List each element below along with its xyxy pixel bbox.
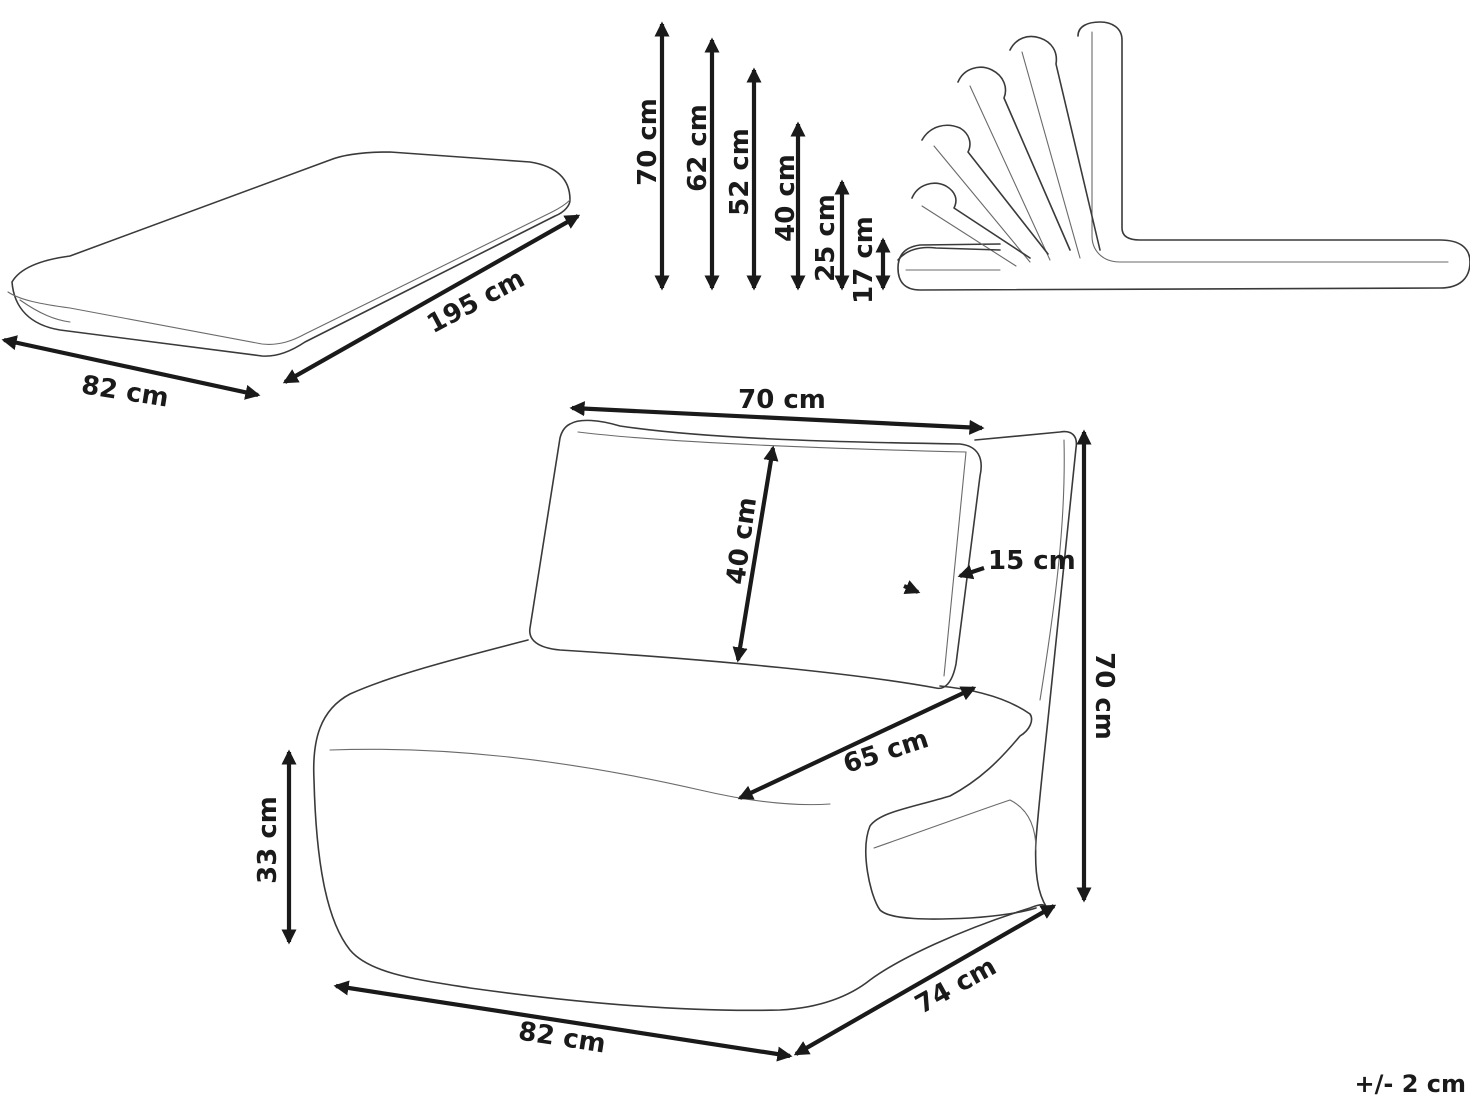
total-height-label: 70 cm	[1089, 652, 1119, 740]
chair-width-dimension: 82 cm	[333, 980, 793, 1062]
seat-depth-dimension: 65 cm	[737, 686, 977, 800]
recline-height-dimensions: 70 cm 62 cm 52 cm 40 cm 25 cm 17 cm	[633, 21, 891, 304]
seat-height-label: 33 cm	[253, 796, 283, 884]
recline-height-1: 70 cm	[633, 98, 663, 186]
pillow-depth-dimension: 15 cm	[903, 546, 1076, 594]
chair-drawing	[312, 419, 1078, 1012]
pillow-width-label: 70 cm	[738, 385, 826, 415]
recline-height-2: 62 cm	[683, 104, 713, 192]
recline-positions-drawing	[897, 21, 1470, 291]
pillow-height-dimension: 40 cm	[721, 445, 779, 663]
seat-depth-label: 65 cm	[840, 724, 933, 780]
chair-depth-dimension: 74 cm	[793, 904, 1057, 1056]
mattress-drawing	[7, 151, 571, 357]
recline-height-5: 25 cm	[811, 194, 841, 282]
chair-width-label: 82 cm	[516, 1016, 607, 1059]
recline-height-4: 40 cm	[771, 154, 801, 242]
mattress-length-dimension: 195 cm	[282, 214, 581, 384]
pillow-height-label: 40 cm	[721, 495, 763, 586]
mattress-width-label: 82 cm	[79, 370, 170, 413]
tolerance-note: +/- 2 cm	[1355, 1070, 1466, 1098]
pillow-depth-label: 15 cm	[988, 546, 1076, 576]
seat-height-dimension: 33 cm	[253, 749, 297, 945]
recline-height-3: 52 cm	[725, 128, 755, 216]
recline-height-6: 17 cm	[849, 216, 879, 304]
total-height-dimension: 70 cm	[1076, 429, 1119, 903]
pillow-width-dimension: 70 cm	[569, 385, 985, 435]
